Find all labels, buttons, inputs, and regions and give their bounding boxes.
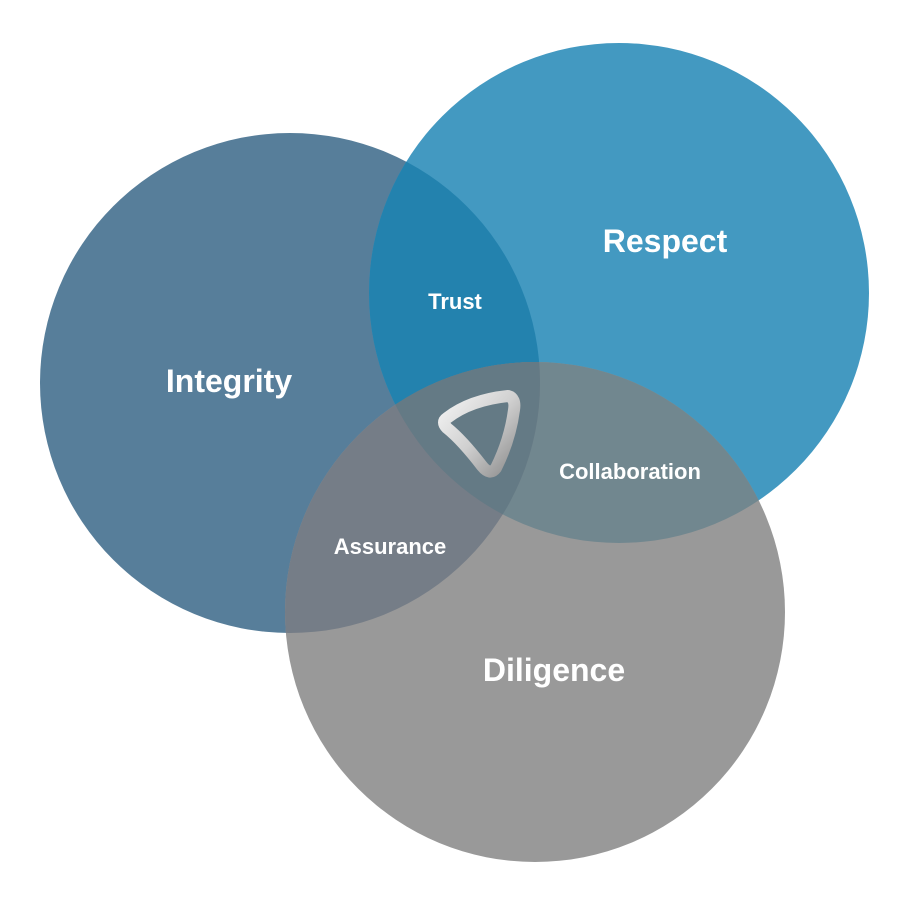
diligence-label: Diligence bbox=[483, 652, 625, 688]
respect-label: Respect bbox=[603, 223, 728, 259]
triangle-ribbon-logo-icon bbox=[438, 390, 521, 478]
trust-label: Trust bbox=[428, 289, 482, 314]
assurance-label: Assurance bbox=[334, 534, 447, 559]
integrity-label: Integrity bbox=[166, 363, 292, 399]
collaboration-label: Collaboration bbox=[559, 459, 701, 484]
